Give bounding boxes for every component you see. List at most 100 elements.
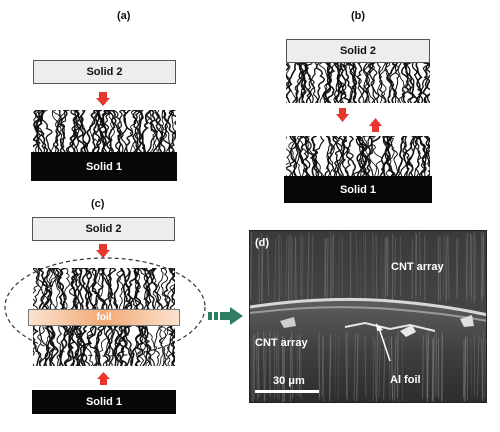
cnt-strand bbox=[161, 110, 171, 152]
cnt-strand bbox=[81, 268, 89, 310]
sem-fiber-streak bbox=[463, 338, 465, 398]
cnt-strand bbox=[113, 326, 125, 366]
cnt-strand bbox=[424, 63, 430, 103]
cnt-strand bbox=[75, 110, 85, 152]
cnt-strand bbox=[332, 136, 346, 176]
sem-fiber-streak bbox=[470, 337, 473, 397]
cnt-strand bbox=[72, 110, 85, 152]
cnt-strand bbox=[52, 268, 68, 310]
cnt-strand bbox=[65, 326, 75, 366]
cnt-strand bbox=[86, 268, 97, 310]
cnt-strand bbox=[159, 326, 167, 366]
cnt-strand bbox=[347, 63, 357, 103]
cnt-strand bbox=[93, 326, 105, 366]
cnt-strand bbox=[367, 63, 380, 103]
cnt-strand bbox=[393, 63, 402, 103]
cnt-strand bbox=[112, 326, 124, 366]
cnt-strand bbox=[342, 63, 354, 103]
cnt-strand bbox=[48, 326, 56, 366]
cnt-strand bbox=[150, 268, 159, 310]
cnt-strand bbox=[411, 63, 424, 103]
sem-fiber-streak bbox=[441, 332, 443, 402]
sem-fiber-streak bbox=[431, 337, 435, 400]
sem-fiber-streak bbox=[311, 236, 313, 302]
cnt-strand bbox=[149, 110, 161, 152]
cnt-strand bbox=[47, 268, 58, 310]
sem-fiber-streak bbox=[337, 234, 340, 300]
cnt-strand bbox=[154, 110, 175, 152]
sem-fiber-streak bbox=[422, 335, 424, 399]
sem-fiber-streak bbox=[293, 236, 297, 297]
panel-a-down-arrow bbox=[96, 92, 110, 106]
panel-b-down-arrow bbox=[336, 108, 349, 122]
cnt-strand bbox=[302, 136, 312, 176]
cnt-strand bbox=[123, 110, 134, 152]
cnt-strand bbox=[139, 326, 150, 366]
cnt-strand bbox=[44, 326, 53, 366]
panel-b-up-arrow bbox=[369, 118, 382, 132]
cnt-array-bottom-label: CNT array bbox=[255, 337, 308, 349]
cnt-strand bbox=[352, 63, 365, 103]
cnt-strand bbox=[376, 63, 387, 103]
cnt-strand bbox=[339, 63, 347, 103]
cnt-strand bbox=[168, 110, 176, 152]
sem-fiber-streak bbox=[465, 232, 469, 296]
cnt-strand bbox=[296, 63, 307, 103]
cnt-strand bbox=[294, 63, 303, 103]
cnt-strand bbox=[141, 326, 155, 366]
cnt-strand bbox=[113, 268, 125, 310]
sem-fiber-streak bbox=[277, 332, 280, 400]
cnt-strand bbox=[73, 110, 89, 152]
cnt-strand bbox=[83, 110, 97, 152]
cnt-strand bbox=[35, 110, 44, 152]
panel-a-label: (a) bbox=[117, 10, 131, 22]
sem-fiber-streak bbox=[397, 331, 399, 398]
sem-fiber-streak bbox=[317, 335, 320, 398]
sem-fiber-streak bbox=[275, 336, 278, 399]
sem-fiber-streak bbox=[463, 336, 467, 402]
sem-fiber-streak bbox=[289, 234, 292, 302]
sem-fiber-streak bbox=[356, 333, 359, 402]
sem-fiber-streak bbox=[394, 238, 397, 296]
cnt-strand bbox=[132, 110, 142, 152]
sem-fiber-streak bbox=[391, 335, 394, 400]
cnt-strand bbox=[133, 268, 142, 310]
cnt-strand bbox=[91, 268, 105, 310]
cnt-strand bbox=[108, 268, 119, 310]
cnt-strand bbox=[146, 110, 158, 152]
cnt-strand bbox=[420, 136, 430, 176]
cnt-strand bbox=[146, 268, 157, 310]
cnt-strand bbox=[415, 63, 423, 103]
panel-c-solid2: Solid 2 bbox=[32, 217, 175, 241]
cnt-strand bbox=[306, 136, 325, 176]
cnt-strand bbox=[87, 268, 98, 310]
sem-fiber-streak bbox=[426, 337, 429, 399]
sem-fiber-streak bbox=[375, 234, 378, 299]
sem-fiber-streak bbox=[337, 335, 340, 401]
sem-fiber-streak bbox=[329, 337, 332, 402]
sem-fiber-streak bbox=[464, 336, 467, 401]
cnt-strand bbox=[362, 136, 374, 176]
cnt-strand bbox=[291, 63, 305, 103]
cnt-strand bbox=[131, 268, 144, 310]
sem-fiber-streak bbox=[372, 234, 375, 297]
cnt-strand bbox=[91, 268, 99, 310]
sem-fiber-streak bbox=[324, 238, 327, 297]
sem-fiber-streak bbox=[476, 336, 480, 398]
sem-fiber-streak bbox=[278, 233, 280, 302]
cnt-strand bbox=[43, 268, 55, 310]
cnt-strand bbox=[405, 63, 418, 103]
sem-fiber-streak bbox=[425, 332, 429, 400]
cnt-strand bbox=[363, 63, 376, 103]
cnt-strand bbox=[41, 110, 53, 152]
sem-fiber-streak bbox=[329, 334, 331, 400]
cnt-strand bbox=[132, 110, 140, 152]
sem-fiber-streak bbox=[261, 238, 264, 301]
panel-b-cnt-array-bottom bbox=[286, 136, 430, 176]
sem-fiber-streak bbox=[427, 331, 430, 402]
sem-fiber-streak bbox=[301, 236, 304, 303]
cnt-strand bbox=[38, 326, 50, 366]
sem-fiber-streak bbox=[250, 231, 252, 301]
cnt-strand bbox=[334, 63, 350, 103]
cnt-strand bbox=[137, 268, 150, 310]
